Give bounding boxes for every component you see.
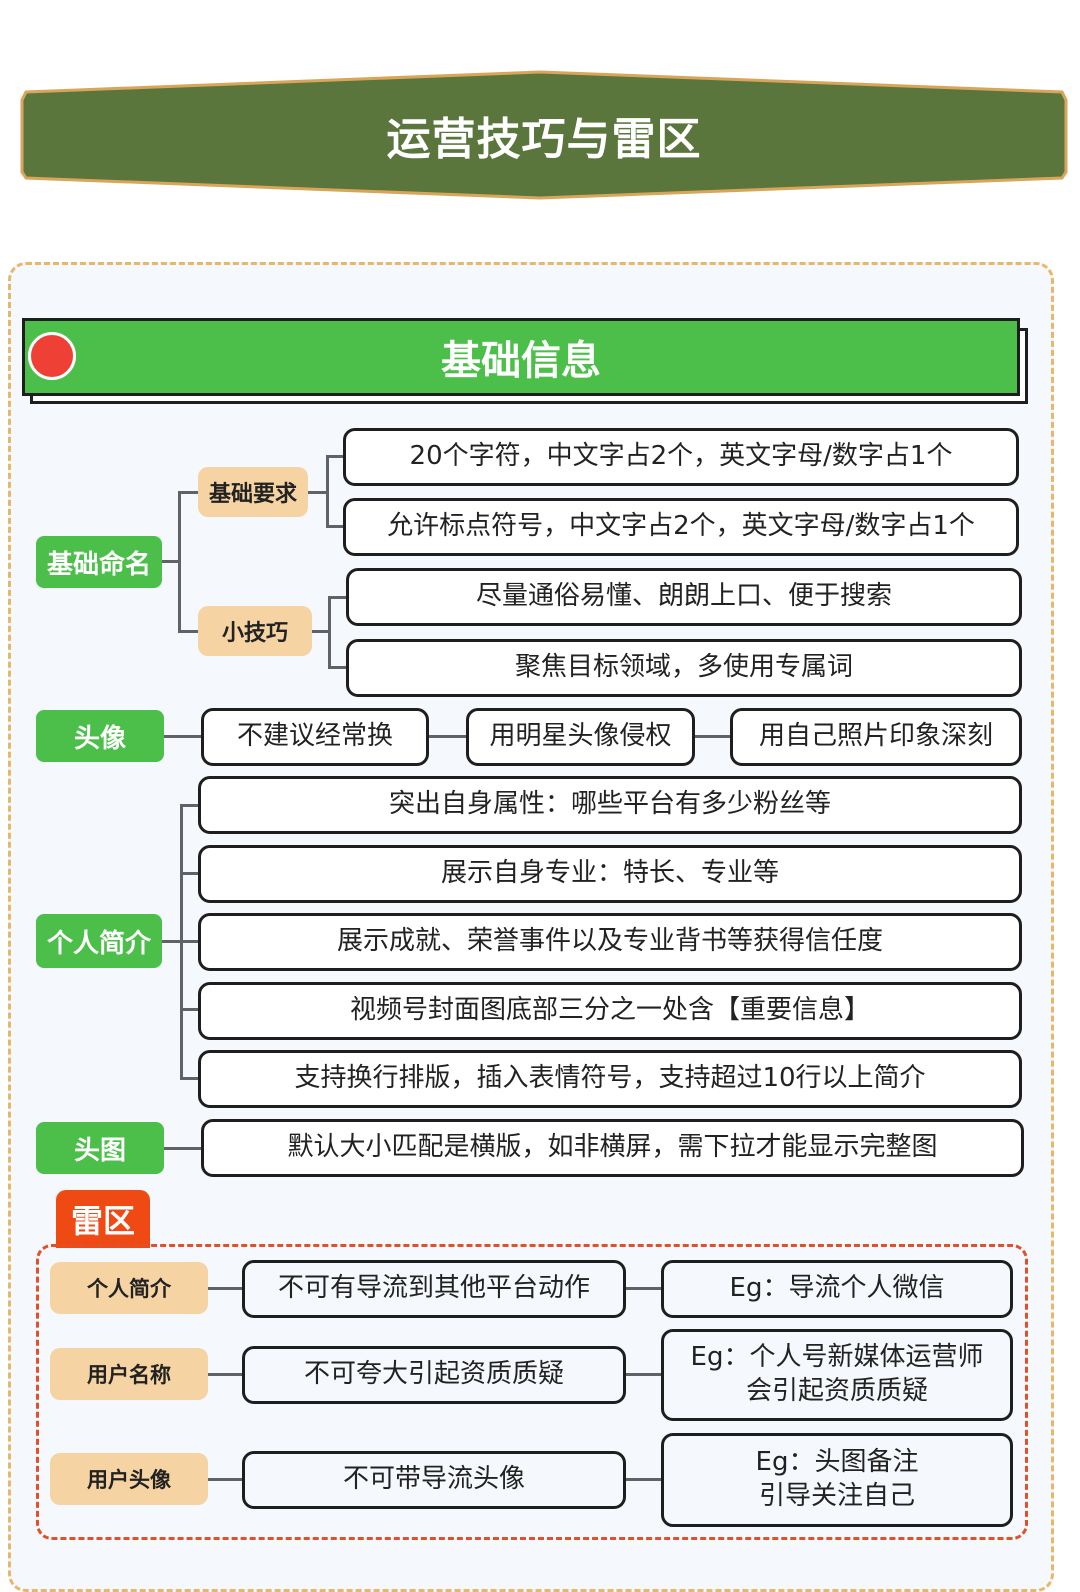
avatar-item: 用自己照片印象深刻 <box>730 708 1022 766</box>
bio-item: 突出自身属性：哪些平台有多少粉丝等 <box>198 776 1022 834</box>
naming-item: 20个字符，中文字占2个，英文字母/数字占1个 <box>343 428 1019 486</box>
header-image-item: 默认大小匹配是横版，如非横屏，需下拉才能显示完整图 <box>201 1119 1024 1177</box>
minefield-area <box>36 1244 1028 1540</box>
connector <box>626 1287 662 1290</box>
item-text: 允许标点符号，中文字占2个，英文字母/数字占1个 <box>387 511 975 542</box>
item-text: 用明星头像侵权 <box>489 721 672 752</box>
item-text: 用自己照片印象深刻 <box>758 721 993 752</box>
connector <box>180 872 200 875</box>
item-text: Eg：导流个人微信 <box>729 1273 945 1304</box>
minefield-rule: 不可带导流头像 <box>242 1451 626 1509</box>
item-text: 支持换行排版，插入表情符号，支持超过10行以上简介 <box>294 1063 926 1094</box>
item-text: 不可有导流到其他平台动作 <box>277 1273 590 1304</box>
node-bio: 个人简介 <box>36 914 162 968</box>
item-text: 不可夸大引起资质质疑 <box>303 1359 564 1390</box>
item-text: 视频号封面图底部三分之一处含【重要信息】 <box>349 995 870 1026</box>
connector <box>328 596 331 668</box>
item-text: 聚焦目标领域，多使用专属词 <box>514 652 853 683</box>
title-banner: 运营技巧与雷区 <box>20 70 1068 200</box>
item-text: 突出自身属性：哪些平台有多少粉丝等 <box>388 789 831 820</box>
connector <box>178 491 198 494</box>
connector <box>180 1077 200 1080</box>
minefield-tab: 雷区 <box>56 1190 150 1248</box>
section-header: 基础信息 <box>22 318 1020 396</box>
connector <box>162 560 180 563</box>
connector <box>178 630 198 633</box>
minefield-row-label: 用户头像 <box>50 1453 208 1505</box>
node-label: 基础要求 <box>208 482 297 507</box>
section-title: 基础信息 <box>441 338 601 384</box>
connector <box>326 455 344 458</box>
item-text: 20个字符，中文字占2个，英文字母/数字占1个 <box>409 441 953 472</box>
node-label: 用户头像 <box>87 1468 171 1492</box>
minefield-rule: 不可有导流到其他平台动作 <box>242 1260 626 1318</box>
node-label: 基础命名 <box>46 549 151 580</box>
connector <box>162 940 182 943</box>
node-label: 头图 <box>73 1135 126 1166</box>
minefield-rule: 不可夸大引起资质质疑 <box>242 1346 626 1404</box>
item-text: 尽量通俗易懂、朗朗上口、便于搜索 <box>475 581 892 612</box>
node-label: 用户名称 <box>87 1363 171 1387</box>
connector <box>208 1287 244 1290</box>
minefield-label: 雷区 <box>70 1202 135 1240</box>
item-text: 展示自身专业：特长、专业等 <box>440 858 779 889</box>
minefield-example: Eg：头图备注 引导关注自己 <box>661 1433 1013 1527</box>
item-text: Eg：头图备注 引导关注自己 <box>755 1447 919 1511</box>
connector <box>626 1478 662 1481</box>
avatar-item: 不建议经常换 <box>201 708 429 766</box>
minefield-row-label: 用户名称 <box>50 1348 208 1400</box>
node-basic-naming: 基础命名 <box>36 536 162 588</box>
banner-shape <box>20 70 1068 200</box>
item-text: 展示成就、荣誉事件以及专业背书等获得信任度 <box>336 926 883 957</box>
node-header-image: 头图 <box>36 1122 164 1174</box>
connector <box>328 596 346 599</box>
avatar-item: 用明星头像侵权 <box>466 708 695 766</box>
connector <box>164 735 202 738</box>
connector <box>208 1478 244 1481</box>
minefield-example: Eg：导流个人微信 <box>661 1260 1013 1318</box>
connector <box>208 1373 244 1376</box>
naming-item: 允许标点符号，中文字占2个，英文字母/数字占1个 <box>343 498 1019 556</box>
node-label: 个人简介 <box>46 928 151 959</box>
connector <box>326 525 344 528</box>
connector <box>328 666 346 669</box>
item-text: Eg：个人号新媒体运营师 会引起资质质疑 <box>690 1342 984 1406</box>
naming-item: 聚焦目标领域，多使用专属词 <box>346 639 1022 697</box>
connector <box>429 735 467 738</box>
connector <box>164 1147 202 1150</box>
connector <box>180 1008 200 1011</box>
node-label: 头像 <box>73 723 126 754</box>
item-text: 默认大小匹配是横版，如非横屏，需下拉才能显示完整图 <box>287 1132 938 1163</box>
connector <box>626 1373 662 1376</box>
connector <box>308 491 328 494</box>
item-text: 不建议经常换 <box>236 721 393 752</box>
connector <box>326 455 329 527</box>
node-label: 小技巧 <box>221 621 288 646</box>
red-circle-icon <box>28 332 76 380</box>
bio-item: 视频号封面图底部三分之一处含【重要信息】 <box>198 982 1022 1040</box>
connector <box>695 735 731 738</box>
node-basic-requirements: 基础要求 <box>198 467 308 517</box>
minefield-example: Eg：个人号新媒体运营师 会引起资质质疑 <box>661 1329 1013 1421</box>
node-tips: 小技巧 <box>198 606 312 656</box>
bio-item: 支持换行排版，插入表情符号，支持超过10行以上简介 <box>198 1050 1022 1108</box>
connector <box>180 804 200 807</box>
page-title: 运营技巧与雷区 <box>386 114 702 165</box>
bio-item: 展示成就、荣誉事件以及专业背书等获得信任度 <box>198 913 1022 971</box>
item-text: 不可带导流头像 <box>342 1464 525 1495</box>
bio-item: 展示自身专业：特长、专业等 <box>198 845 1022 903</box>
connector <box>178 492 181 632</box>
minefield-row-label: 个人简介 <box>50 1262 208 1314</box>
node-avatar: 头像 <box>36 710 164 762</box>
connector <box>180 940 200 943</box>
node-label: 个人简介 <box>87 1277 171 1301</box>
naming-item: 尽量通俗易懂、朗朗上口、便于搜索 <box>346 568 1022 626</box>
connector <box>312 630 330 633</box>
